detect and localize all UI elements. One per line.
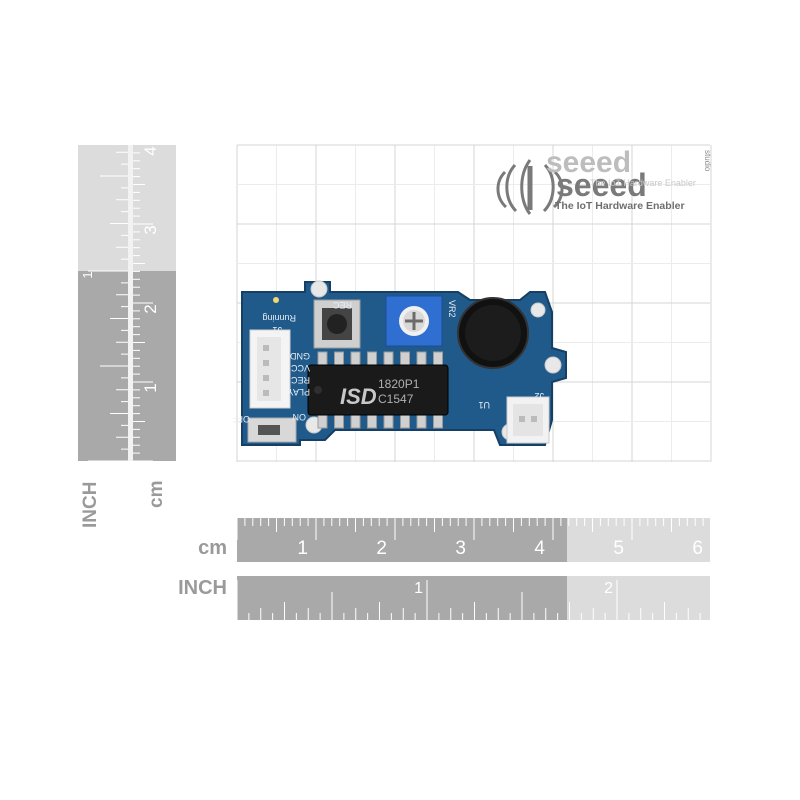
j1-label: J1 <box>272 325 282 335</box>
chip-pin <box>334 413 344 429</box>
vertical-ruler-inch-label: 1 <box>80 271 95 278</box>
vertical-ruler-cm-label: 3 <box>141 225 160 234</box>
chip-pin <box>400 413 410 429</box>
recorder-module-board: ISD 1820P1 C1547 Running J1 REC VR2 J2 G… <box>232 280 567 446</box>
chip-pin <box>433 413 443 429</box>
horizontal-ruler-ticks <box>236 518 704 620</box>
chip-pin <box>400 351 410 367</box>
horizontal-ruler-cm-label: 3 <box>455 538 466 559</box>
vcc-label: VCC <box>290 363 310 373</box>
chip-pin <box>350 413 361 429</box>
vertical-ruler-cm-label: 1 <box>141 383 160 392</box>
chip-pin <box>317 413 328 429</box>
horizontal-ruler-inch-label: 1 <box>414 580 423 597</box>
rec-pin-label: REC <box>290 375 310 385</box>
horizontal-ruler-cm-unit: cm <box>198 537 227 559</box>
vr2-label: VR2 <box>447 300 457 318</box>
off-label: OFF <box>232 414 250 424</box>
horizontal-ruler: 1 2 3 4 5 6 1 2 cm INCH <box>178 518 710 620</box>
brand-name: seeed <box>556 167 647 203</box>
chip-pin <box>367 351 377 367</box>
horizontal-ruler-labels: 1 2 3 4 5 6 1 2 <box>297 538 703 597</box>
vertical-ruler-cm-label: 2 <box>141 304 160 313</box>
chip-pin <box>383 413 394 429</box>
vertical-ruler-cm-unit: cm <box>146 481 167 508</box>
chip-brand-label: ISD <box>340 384 377 409</box>
rec-label: REC <box>332 300 352 310</box>
vertical-ruler-inch-unit: INCH <box>80 482 101 528</box>
seeed-logo-mark-icon <box>496 159 564 215</box>
horizontal-ruler-cm-label: 1 <box>297 538 308 559</box>
brand-tagline-ghost: The IoT Hardware Enabler <box>590 178 696 188</box>
gnd-label: GND <box>290 351 311 361</box>
chip-model-label: 1820P1 <box>378 377 420 391</box>
seeed-studio-logo: seeed seeed The IoT Hardware Enabler The… <box>496 146 712 215</box>
on-label: ON <box>293 412 307 422</box>
horizontal-ruler-cm-label: 2 <box>376 538 387 559</box>
mounting-hole <box>310 280 328 298</box>
mounting-hole <box>530 302 546 318</box>
brand-name-ghost: seeed <box>546 146 631 179</box>
chip-pin <box>317 351 328 367</box>
chip-pin <box>433 351 443 367</box>
play-label: PLAY <box>288 387 310 397</box>
vertical-ruler-labels: 1 2 3 4 1 <box>80 146 160 392</box>
chip-pin <box>416 413 427 429</box>
vertical-ruler-cm-label: 4 <box>141 146 160 155</box>
vertical-ruler: 1 2 3 4 1 INCH cm <box>78 145 176 528</box>
chip-pin <box>334 351 344 367</box>
j2-label: J2 <box>534 391 544 401</box>
mounting-hole <box>544 356 562 374</box>
chip-pin <box>416 351 427 367</box>
chip-pin <box>350 351 361 367</box>
horizontal-ruler-inch-unit: INCH <box>178 577 227 599</box>
brand-tagline: The IoT Hardware Enabler <box>555 200 685 212</box>
isd-chip: ISD 1820P1 C1547 <box>307 351 449 429</box>
chip-lot-label: C1547 <box>378 392 414 406</box>
horizontal-ruler-cm-label: 5 <box>613 538 624 559</box>
horizontal-ruler-inch-label: 2 <box>604 580 613 597</box>
horizontal-ruler-cm-label: 4 <box>534 538 545 559</box>
horizontal-ruler-cm-label: 6 <box>692 538 703 559</box>
chip-pin <box>367 413 377 429</box>
running-label: Running <box>262 313 296 323</box>
chip-pins <box>317 351 443 429</box>
running-led <box>273 297 279 303</box>
brand-vertical-word: studio <box>703 150 712 172</box>
chip-pin <box>383 351 394 367</box>
u1-label: U1 <box>478 400 490 410</box>
vertical-ruler-ticks <box>88 151 153 462</box>
